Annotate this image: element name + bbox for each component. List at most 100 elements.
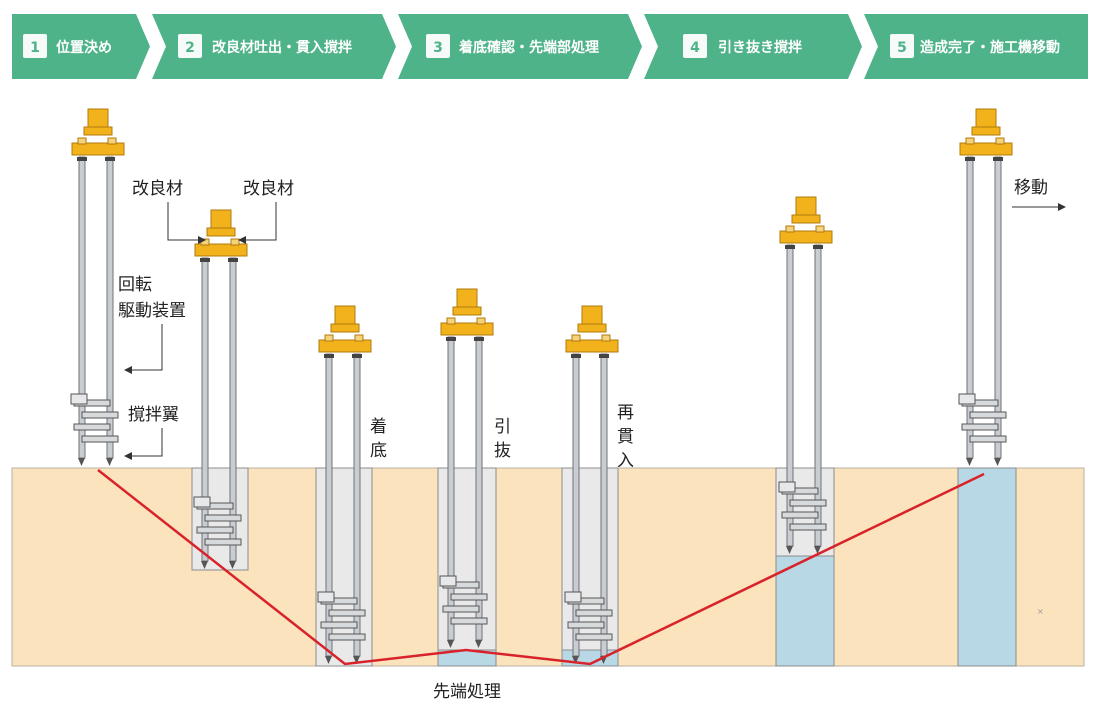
step-3-tab[interactable]: [398, 14, 642, 79]
blade-hub: [317, 591, 335, 603]
drill-tip: [78, 458, 85, 466]
mixing-blade: [450, 617, 488, 625]
mixing-blade: [789, 499, 827, 507]
drill-tip: [353, 656, 360, 664]
drive-plate: [194, 243, 248, 257]
drive-motor-neck: [452, 306, 482, 316]
mixing-blade: [196, 526, 234, 534]
step-4-number: 4: [690, 40, 700, 56]
drive-motor-neck: [83, 126, 113, 136]
step-banner: 1 位置決め 2 改良材吐出・貫入撹拌 3 着底確認・先端部処理 4 引き抜き撹…: [12, 14, 1088, 79]
step-5-number-box: [890, 34, 914, 58]
rod-collar: [228, 258, 238, 262]
bolt-icon: [476, 317, 486, 325]
mixing-blade: [961, 423, 999, 431]
mark-x-icon: ×: [1037, 607, 1044, 616]
drill-machine-3: [317, 305, 372, 664]
repenetrate-label-3: 入: [617, 451, 634, 471]
drill-machine-2: [193, 209, 248, 569]
rod-collar: [571, 354, 581, 358]
blade-arrow-icon: [124, 452, 132, 460]
column-7-improved: [957, 467, 1017, 667]
mixing-blade: [81, 411, 119, 419]
step-5-tab[interactable]: [864, 14, 1088, 79]
mixing-blade: [442, 605, 480, 613]
step-2-number: 2: [185, 40, 195, 56]
rotation-drive-leader: [132, 324, 163, 371]
rod-collar: [813, 245, 823, 249]
step-5-number: 5: [897, 40, 907, 56]
drill-tip: [814, 546, 821, 554]
rod-collar: [324, 354, 334, 358]
drill-tip: [229, 561, 236, 569]
step-3-label: 着底確認・先端部処理: [458, 39, 599, 56]
drill-machine-1: [70, 108, 125, 466]
hole-3: [315, 467, 373, 667]
mixing-blade: [567, 621, 605, 629]
move-label: 移動: [1014, 178, 1048, 198]
drill-machine-6: [778, 196, 833, 554]
bolt-icon: [324, 334, 334, 342]
rod-collar: [965, 157, 975, 161]
material-feed-left: [167, 202, 198, 241]
bolt-icon: [230, 238, 240, 246]
material-label-right: 改良材: [243, 179, 294, 199]
drill-machine-5: [564, 305, 619, 664]
machines: [70, 108, 1013, 664]
rotation-drive-label-2: 駆動装置: [118, 301, 186, 321]
pullout-label-2: 抜: [494, 441, 511, 461]
rod-collar: [446, 337, 456, 341]
drive-plate: [959, 142, 1013, 156]
drive-plate: [779, 230, 833, 244]
landing-label-2: 底: [370, 441, 387, 461]
mixing-blade: [328, 633, 366, 641]
mixing-blade: [781, 511, 819, 519]
step-2-number-box: [178, 34, 202, 58]
drive-motor-neck: [206, 227, 236, 237]
tip-treatment-line: [97, 469, 985, 666]
tip-treatment-label: 先端処理: [433, 682, 501, 702]
rod-collar: [993, 157, 1003, 161]
drill-tip: [201, 561, 208, 569]
column-6-improved: [775, 555, 835, 667]
bolt-icon: [107, 137, 117, 145]
step-1-tab[interactable]: [12, 14, 150, 79]
rotation-drive-label-1: 回転: [118, 275, 152, 295]
drill-tip: [994, 458, 1001, 466]
pullout-label-1: 引: [494, 417, 511, 437]
step-4-tab[interactable]: [644, 14, 862, 79]
hole-4: [437, 467, 497, 667]
step-3-number-box: [426, 34, 450, 58]
repenetrate-label-2: 貫: [617, 427, 634, 447]
bolt-icon: [965, 137, 975, 145]
step-2-tab[interactable]: [152, 14, 396, 79]
material-label-left: 改良材: [132, 179, 183, 199]
blade-hub: [778, 481, 796, 493]
bolt-icon: [995, 137, 1005, 145]
mixing-blade: [81, 435, 119, 443]
drill-tip: [966, 458, 973, 466]
bolt-icon: [77, 137, 87, 145]
rod-collar: [105, 157, 115, 161]
drill-tip: [106, 458, 113, 466]
bolt-icon: [571, 334, 581, 342]
soil-ground: [11, 467, 1085, 667]
mixing-blade: [450, 593, 488, 601]
drill-tip: [786, 546, 793, 554]
step-4-label: 引き抜き撹拌: [718, 39, 802, 56]
drive-plate: [318, 339, 372, 353]
rod-collar: [599, 354, 609, 358]
blade-hub: [439, 575, 457, 587]
bolt-icon: [815, 225, 825, 233]
rod-collar: [77, 157, 87, 161]
drill-tip: [325, 656, 332, 664]
mixing-blade: [204, 538, 242, 546]
drive-motor-neck: [971, 126, 1001, 136]
drive-plate: [565, 339, 619, 353]
drill-machine-4: [439, 288, 494, 648]
landing-label-1: 着: [370, 417, 387, 437]
step-3-number: 3: [433, 40, 443, 56]
bolt-icon: [446, 317, 456, 325]
step-1-number-box: [23, 34, 47, 58]
